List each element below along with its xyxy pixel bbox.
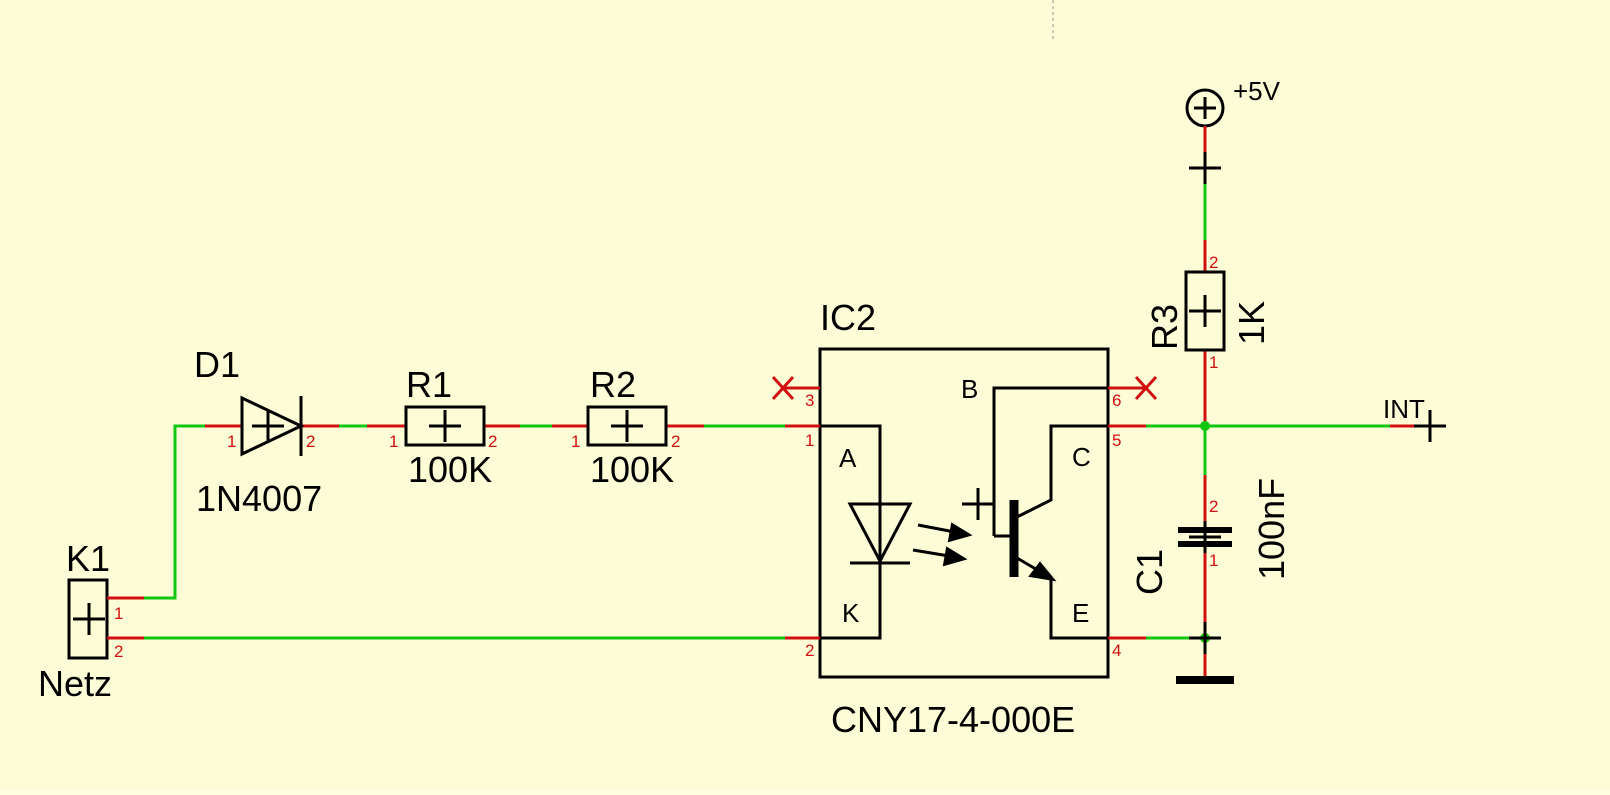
ic2-pin-name-a: A: [839, 443, 857, 473]
ic2-pin-6-number: 6: [1112, 391, 1121, 410]
ic2-pin-3-no-connect: [771, 375, 795, 401]
r2-resistor[interactable]: 1 2 R2 100K: [552, 364, 704, 490]
d1-pin-2-number: 2: [306, 432, 315, 451]
supply-5v-label: +5V: [1233, 76, 1281, 106]
d1-diode[interactable]: 1 2 D1 1N4007: [194, 344, 339, 519]
r1-value: 100K: [408, 449, 492, 490]
wire-k1-d1[interactable]: [144, 424, 205, 600]
c1-value: 100nF: [1251, 478, 1292, 580]
ic2-body: [818, 347, 1110, 679]
d1-value: 1N4007: [196, 478, 322, 519]
int-net-label[interactable]: INT: [1383, 394, 1446, 442]
ic2-emitter-arrowhead: [1028, 561, 1057, 582]
ic2-led-triangle: [847, 502, 913, 565]
r3-value: 1K: [1231, 301, 1272, 345]
ground-symbol[interactable]: [1176, 622, 1234, 684]
ic2-base-wiring: [992, 386, 1108, 536]
r1-pin-1-number: 1: [389, 432, 398, 451]
r1-resistor[interactable]: 1 2 R1 100K: [367, 364, 520, 490]
ic2-optocoupler[interactable]: 3 1 2 6 5 4 A K B C E IC2 CNY17-4-000E: [771, 297, 1158, 740]
ic2-pin-name-e: E: [1072, 598, 1089, 628]
k1-value: Netz: [38, 663, 112, 704]
c1-capacitor[interactable]: 2 1 C1 100nF: [1129, 475, 1292, 638]
c1-ref: C1: [1129, 549, 1170, 595]
k1-pin-1-number: 1: [114, 604, 123, 623]
ic2-pin-2-number: 2: [805, 641, 814, 660]
r3-body: [1184, 270, 1226, 352]
ic2-pin-4-number: 4: [1112, 641, 1121, 660]
d1-ref: D1: [194, 344, 240, 385]
d1-anode-triangle: [240, 395, 305, 457]
r2-value: 100K: [590, 449, 674, 490]
ic2-pin-name-k: K: [842, 598, 860, 628]
ic2-pin-6-no-connect: [1134, 375, 1158, 401]
r3-pin-2-number: 2: [1209, 253, 1218, 272]
k1-pin-2-number: 2: [114, 642, 123, 661]
ic2-collector-wiring: [1016, 424, 1108, 519]
r1-body: [404, 405, 486, 447]
ic2-emitter-wiring: [1016, 556, 1108, 640]
ic2-pin-3-number: 3: [805, 391, 814, 410]
r3-resistor[interactable]: 2 1 R3 1K: [1144, 240, 1272, 388]
ic2-led-wiring: [820, 424, 882, 640]
r2-pin-2-number: 2: [671, 432, 680, 451]
ic2-pin-5-number: 5: [1112, 431, 1121, 450]
r2-ref: R2: [590, 364, 636, 405]
r2-body: [586, 405, 668, 447]
ic2-pin-name-b: B: [961, 374, 978, 404]
r3-pin-1-number: 1: [1209, 353, 1218, 372]
r1-pin-2-number: 2: [488, 432, 497, 451]
k1-body: [67, 578, 109, 660]
ic2-ref: IC2: [820, 297, 876, 338]
c1-pin-2-number: 2: [1209, 497, 1218, 516]
ic2-light-arrowhead: [942, 546, 968, 567]
ic2-pin-1-number: 1: [805, 431, 814, 450]
ic2-pin-name-c: C: [1072, 442, 1091, 472]
d1-pin-1-number: 1: [227, 432, 236, 451]
k1-connector[interactable]: 1 2 K1 Netz: [38, 538, 144, 704]
k1-ref: K1: [66, 538, 110, 579]
supply-5v[interactable]: +5V: [1185, 76, 1281, 184]
ic2-light-arrowhead: [947, 522, 973, 543]
int-label: INT: [1383, 394, 1425, 424]
r3-ref: R3: [1144, 304, 1185, 350]
c1-pin-1-number: 1: [1209, 551, 1218, 570]
wires[interactable]: [144, 168, 1390, 640]
r2-pin-1-number: 1: [571, 432, 580, 451]
r1-ref: R1: [406, 364, 452, 405]
junction-dot: [1200, 421, 1210, 431]
ic2-value: CNY17-4-000E: [831, 699, 1075, 740]
